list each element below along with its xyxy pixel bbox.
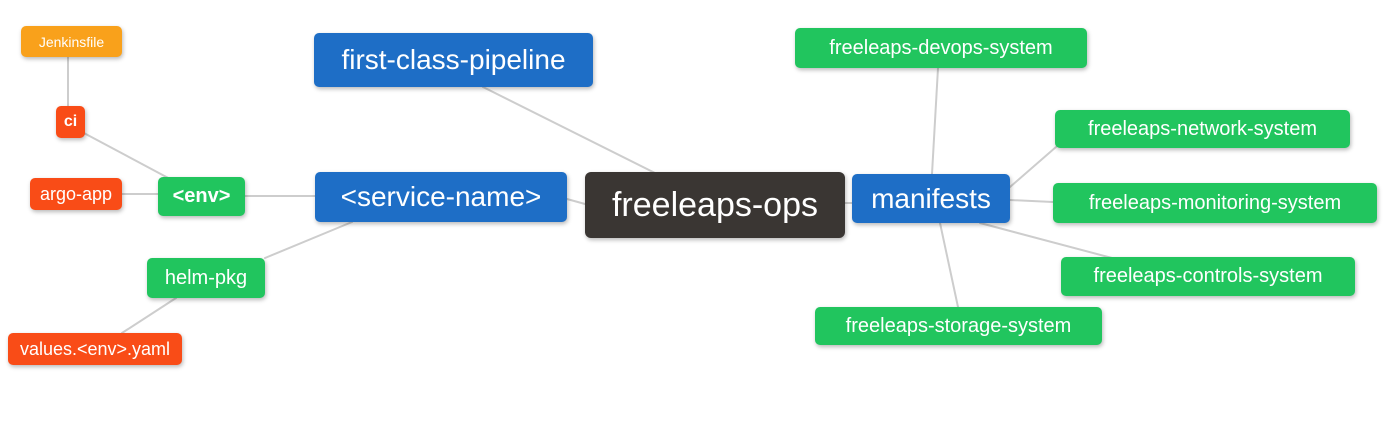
node-label: argo-app (39, 183, 113, 204)
node-freeleaps-monitoring-system[interactable]: freeleaps-monitoring-system (1053, 183, 1377, 223)
node-env[interactable]: <env> (158, 177, 245, 216)
edge-ci-env (81, 131, 173, 181)
node-label: freeleaps-controls-system (1093, 265, 1323, 287)
edge-first-class-pipeline-freeleaps-ops (482, 86, 656, 174)
node-ci[interactable]: ci (56, 106, 85, 138)
node-freeleaps-devops-system[interactable]: freeleaps-devops-system (795, 28, 1087, 68)
node-label: values.<env>.yaml (19, 338, 171, 359)
node-label: Jenkinsfile (38, 33, 105, 50)
node-values-env-yaml[interactable]: values.<env>.yaml (8, 333, 182, 365)
node-freeleaps-controls-system[interactable]: freeleaps-controls-system (1061, 257, 1355, 296)
node-label: <service-name> (340, 181, 542, 212)
node-manifests[interactable]: manifests (852, 174, 1010, 223)
edge-service-name-freeleaps-ops (566, 198, 586, 205)
edge-manifests-freeleaps-devops-system (931, 67, 939, 175)
node-jenkinsfile[interactable]: Jenkinsfile (21, 26, 122, 57)
node-first-class-pipeline[interactable]: first-class-pipeline (314, 33, 593, 87)
edge-service-name-helm-pkg (264, 221, 353, 259)
node-label: freeleaps-ops (611, 185, 818, 224)
node-freeleaps-ops[interactable]: freeleaps-ops (585, 172, 845, 238)
node-label: freeleaps-storage-system (845, 314, 1072, 337)
edge-manifests-freeleaps-monitoring-system (1009, 199, 1054, 203)
edge-manifests-freeleaps-controls-system (979, 222, 1113, 259)
edge-manifests-freeleaps-storage-system (939, 222, 959, 308)
node-helm-pkg[interactable]: helm-pkg (147, 258, 265, 298)
node-freeleaps-network-system[interactable]: freeleaps-network-system (1055, 110, 1350, 148)
node-label: freeleaps-network-system (1088, 117, 1317, 140)
node-label: helm-pkg (164, 266, 248, 289)
node-label: <env> (172, 185, 231, 207)
node-label: freeleaps-devops-system (829, 36, 1053, 59)
node-service-name[interactable]: <service-name> (315, 172, 567, 222)
edge-manifests-freeleaps-network-system (1009, 146, 1057, 188)
node-argo-app[interactable]: argo-app (30, 178, 122, 210)
node-label: ci (63, 113, 78, 130)
node-label: manifests (871, 182, 991, 214)
edge-helm-pkg-values-env-yaml (121, 297, 177, 334)
node-freeleaps-storage-system[interactable]: freeleaps-storage-system (815, 307, 1102, 345)
node-label: first-class-pipeline (341, 44, 566, 75)
node-label: freeleaps-monitoring-system (1088, 191, 1342, 214)
